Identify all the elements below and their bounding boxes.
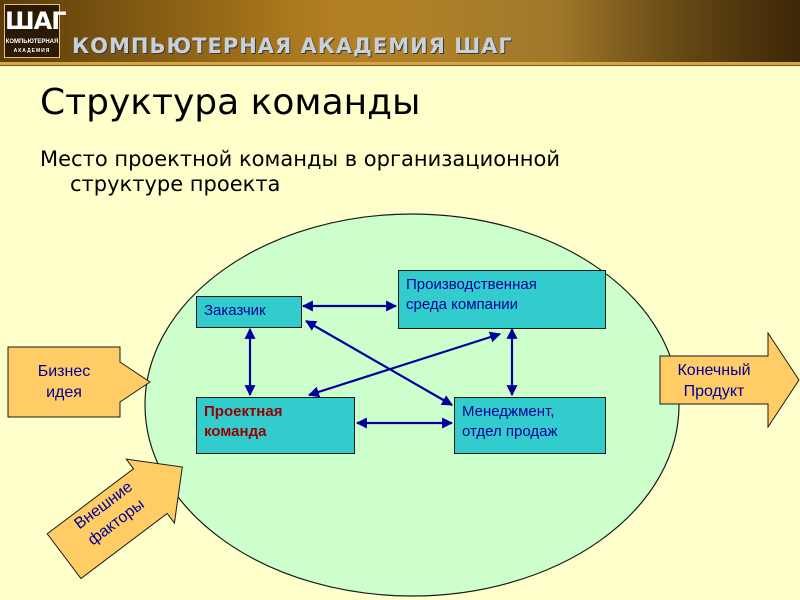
header-rule bbox=[0, 62, 800, 65]
logo-line2: АКАДЕМИЯ bbox=[13, 48, 51, 54]
subtitle-line1: Место проектной команды в организационно… bbox=[40, 147, 561, 171]
slide-title: Структура команды bbox=[40, 82, 421, 123]
final-product-line1: Конечный bbox=[677, 362, 751, 379]
slide-subtitle: Место проектной команды в организационно… bbox=[40, 147, 560, 197]
node-team-line2: команда bbox=[204, 423, 267, 440]
final-product-line2: Продукт bbox=[683, 383, 745, 400]
business-idea-line1: Бизнес bbox=[37, 363, 91, 380]
node-customer-label: Заказчик bbox=[204, 302, 266, 319]
node-production-line2: среда компании bbox=[406, 296, 519, 313]
node-customer: Заказчик bbox=[196, 296, 302, 328]
node-team-line1: Проектная bbox=[204, 403, 283, 420]
node-management-line2: отдел продаж bbox=[462, 423, 558, 440]
subtitle-line2: структуре проекта bbox=[70, 172, 281, 196]
header-photo bbox=[340, 0, 800, 62]
header-rule-dark bbox=[0, 65, 800, 66]
node-production-line1: Производственная bbox=[406, 276, 537, 293]
academy-logo: ШАГ КОМПЬЮТЕРНАЯ АКАДЕМИЯ bbox=[4, 4, 67, 58]
header-banner: ШАГ КОМПЬЮТЕРНАЯ АКАДЕМИЯ КОМПЬЮТЕРНАЯ А… bbox=[0, 0, 800, 62]
logo-line1: КОМПЬЮТЕРНАЯ bbox=[5, 39, 59, 45]
business-idea-label: Бизнес идея bbox=[8, 361, 120, 403]
node-management: Менеджмент, отдел продаж bbox=[454, 397, 606, 454]
node-management-line1: Менеджмент, bbox=[462, 403, 555, 420]
external-factors-arrow bbox=[46, 458, 183, 580]
academy-name: КОМПЬЮТЕРНАЯ АКАДЕМИЯ ШАГ bbox=[72, 34, 513, 58]
node-production: Производственная среда компании bbox=[398, 270, 606, 329]
final-product-label: Конечный Продукт bbox=[660, 360, 768, 402]
link-production-team bbox=[307, 331, 502, 398]
business-idea-line2: идея bbox=[46, 384, 82, 401]
final-product-arrow bbox=[659, 331, 800, 429]
logo-main-text: ШАГ bbox=[5, 7, 67, 35]
node-project-team: Проектная команда bbox=[196, 397, 355, 454]
business-idea-arrow bbox=[7, 346, 151, 418]
